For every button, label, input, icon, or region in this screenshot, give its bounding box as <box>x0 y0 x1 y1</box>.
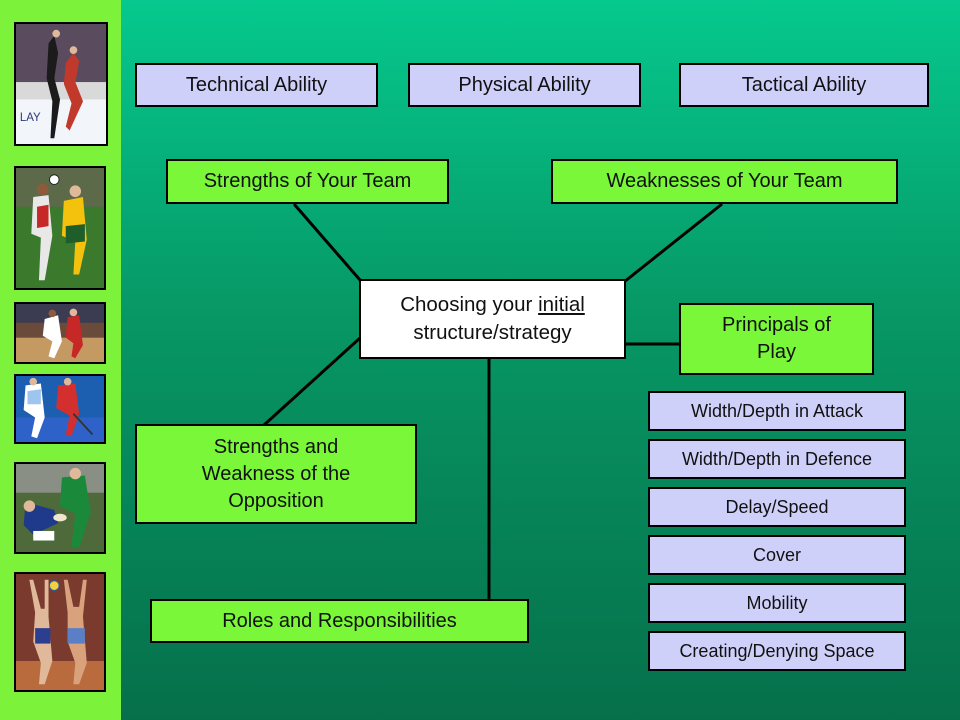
roles-box: Roles and Responsibilities <box>150 599 529 643</box>
central-prefix: Choosing your <box>400 293 539 317</box>
basketball-photo <box>14 302 106 364</box>
team-strengths-box: Strengths of Your Team <box>166 159 449 204</box>
principle-item-mobility: Mobility <box>648 583 906 623</box>
central-strategy-box: Choosing your initial structure/strategy <box>359 279 626 359</box>
principals-of-play-box: Principals of Play <box>679 303 874 375</box>
principals-label: Principals of Play <box>722 314 831 363</box>
opposition-label: Strengths and Weakness of the Opposition <box>201 435 351 512</box>
volleyball-photo <box>14 572 106 692</box>
principle-item-delay-speed: Delay/Speed <box>648 487 906 527</box>
rugby-photo <box>14 462 106 554</box>
central-line-2: structure/strategy <box>413 321 572 344</box>
central-line-1: Choosing your initial <box>400 291 585 319</box>
team-weaknesses-box: Weaknesses of Your Team <box>551 159 898 204</box>
principle-item-width-depth-attack: Width/Depth in Attack <box>648 391 906 431</box>
sidebar: LAY <box>0 0 121 720</box>
central-emphasis: initial <box>538 293 585 317</box>
football-photo <box>14 166 106 290</box>
principle-item-width-depth-defence: Width/Depth in Defence <box>648 439 906 479</box>
technical-ability-box: Technical Ability <box>135 63 378 107</box>
tactical-ability-box: Tactical Ability <box>679 63 929 107</box>
opposition-box: Strengths and Weakness of the Opposition <box>135 424 417 524</box>
svg-text:LAY: LAY <box>20 112 41 124</box>
principle-item-creating-denying-space: Creating/Denying Space <box>648 631 906 671</box>
figure-skating-photo: LAY <box>14 22 108 146</box>
principle-item-cover: Cover <box>648 535 906 575</box>
physical-ability-box: Physical Ability <box>408 63 641 107</box>
hockey-photo <box>14 374 106 444</box>
